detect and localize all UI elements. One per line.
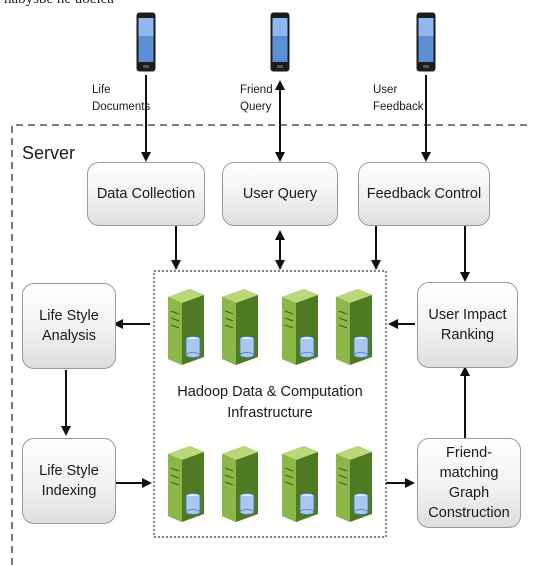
smartphone-icon [416,12,436,72]
label-line: Life [92,84,111,96]
box-label: Life Style [39,463,99,479]
server-icon [221,288,259,366]
box-label: Ranking [440,327,495,343]
box-label: Life Style [39,308,99,324]
server-icon [281,288,319,366]
infra-label-line: Hadoop Data & Computation [177,384,363,400]
life-style-analysis-box: Life Style Analysis [22,283,116,369]
box-label: User Query [242,186,318,202]
data-collection-box: Data Collection [87,162,205,226]
label-user-feedback: User Feedback [373,82,424,116]
user-impact-ranking-box: User Impact Ranking [417,282,518,368]
label-line: Documents [92,101,151,113]
cropped-header-text: nabysbe ne uoclea [4,0,114,8]
server-icon [335,288,373,366]
box-label: Friend-matching [439,445,499,481]
server-icon [167,288,205,366]
server-icon [281,445,319,523]
label-line: Query [240,101,272,113]
label-line: Feedback [373,101,424,113]
server-icon [221,445,259,523]
box-label: Construction [428,505,510,521]
box-label: Graph [448,485,490,501]
box-label: User Impact [428,307,507,323]
box-label: Feedback Control [366,186,482,202]
user-query-box: User Query [222,162,338,226]
life-style-indexing-box: Life Style Indexing [22,438,116,524]
label-line: User [373,84,398,96]
feedback-control-box: Feedback Control [358,162,490,226]
infrastructure-boundary [153,270,387,538]
infra-label-line: Infrastructure [227,405,313,421]
server-icon [335,445,373,523]
server-icon [167,445,205,523]
server-boundary [11,124,530,565]
box-label: Indexing [41,483,97,499]
label-friend-query: Friend Query [240,82,273,116]
label-line: Friend [240,84,273,96]
infrastructure-label: Hadoop Data & Computation Infrastructure [154,382,386,424]
box-label: Data Collection [96,186,196,202]
server-label: Server [22,143,76,163]
box-label: Analysis [42,328,96,344]
label-life-documents: Life Documents [92,82,150,116]
smartphone-icon [270,12,290,72]
friend-matching-box: Friend-matching Graph Construction [417,438,521,528]
smartphone-icon [136,12,156,72]
